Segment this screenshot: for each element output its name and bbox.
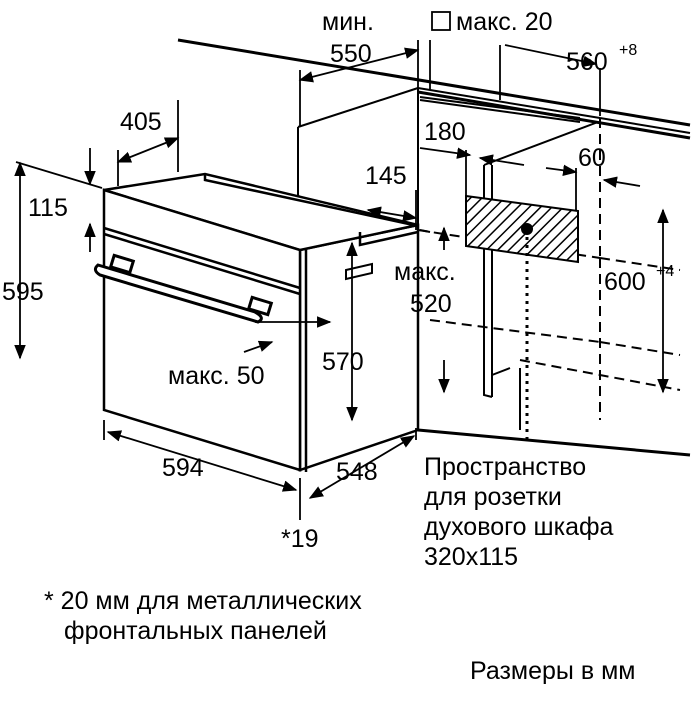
label-max-20: макс. 20 <box>456 8 553 36</box>
footnote-line2: фронтальных панелей <box>64 617 327 645</box>
socket-note-line2: для розетки <box>424 483 562 511</box>
label-594: 594 <box>162 454 204 482</box>
label-60: 60 <box>578 144 606 172</box>
label-115: 115 <box>28 194 68 222</box>
socket-note-line1: Пространство <box>424 453 587 481</box>
socket-note-line3: духового шкафа <box>424 513 614 541</box>
label-600: 600 <box>604 268 646 296</box>
label-520: 520 <box>410 290 452 318</box>
dimension-lines <box>14 40 669 520</box>
label-560-tol: +8 <box>619 42 637 59</box>
label-19: *19 <box>281 525 319 553</box>
label-180: 180 <box>424 118 466 146</box>
top-rail <box>419 96 581 123</box>
label-max-520: макс. <box>394 258 456 286</box>
socket-note-line4: 320x115 <box>424 543 519 571</box>
footnote-line1: * 20 мм для металлических <box>44 587 362 615</box>
label-560: 560 <box>566 48 608 76</box>
label-548: 548 <box>336 458 378 486</box>
label-600-tol: +4 <box>656 263 674 280</box>
label-max-50: макс. 50 <box>168 362 265 390</box>
label-550: 550 <box>330 40 372 68</box>
checkbox-square-icon <box>431 11 451 31</box>
oven-body <box>102 172 420 472</box>
label-145: 145 <box>365 162 407 190</box>
label-405: 405 <box>120 108 162 136</box>
label-595: 595 <box>2 278 44 306</box>
footnote: * 20 мм для металлических фронтальных па… <box>44 586 362 646</box>
label-570: 570 <box>322 348 364 376</box>
socket-note: Пространство для розетки духового шкафа … <box>424 452 613 572</box>
label-min: мин. <box>322 8 374 36</box>
units-note: Размеры в мм <box>470 657 636 685</box>
